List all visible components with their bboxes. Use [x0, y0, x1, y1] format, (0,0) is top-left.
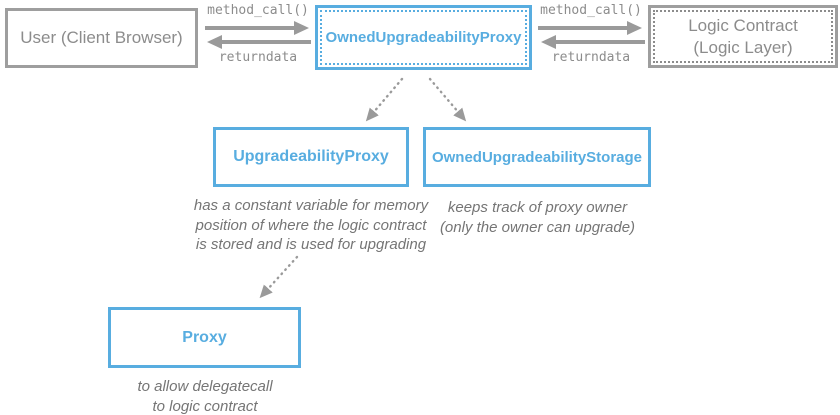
note-proxy: to allow delegatecall to logic contract [137, 378, 273, 415]
node-proxy-label: Proxy [182, 328, 227, 346]
node-upgradeability-proxy: UpgradeabilityProxy [213, 127, 409, 187]
node-proxy: Proxy [108, 307, 301, 368]
node-owned-upgradeability-proxy: OwnedUpgradeabilityProxy [315, 5, 532, 70]
node-upgradeability-proxy-label: UpgradeabilityProxy [233, 148, 389, 165]
node-logic-contract: Logic Contract (Logic Layer) [648, 5, 838, 68]
node-user-label: User (Client Browser) [20, 28, 183, 47]
note-upgradeability-proxy: has a constant variable for memory posit… [193, 197, 429, 253]
dotted-arrow-to-upgradeability-proxy [365, 77, 404, 122]
edge-label-returndata-right: returndata [551, 50, 631, 65]
edge-label-method-call-left: method_call() [207, 3, 309, 18]
node-user: User (Client Browser) [5, 8, 198, 68]
node-owned-upgradeability-proxy-inner-border: OwnedUpgradeabilityProxy [320, 10, 527, 65]
node-logic-contract-inner-border: Logic Contract (Logic Layer) [653, 10, 833, 63]
node-owned-upgradeability-storage: OwnedUpgradeabilityStorage [423, 127, 651, 187]
edge-label-returndata-left: returndata [218, 50, 298, 65]
node-logic-contract-label: Logic Contract (Logic Layer) [688, 15, 798, 57]
edge-label-method-call-right: method_call() [540, 3, 642, 18]
note-owned-storage: keeps track of proxy owner (only the own… [439, 199, 636, 236]
dotted-arrow-to-owned-storage [428, 77, 467, 122]
node-owned-upgradeability-proxy-label: OwnedUpgradeabilityProxy [325, 29, 522, 46]
dotted-arrow-to-proxy [259, 255, 299, 299]
node-owned-upgradeability-storage-label: OwnedUpgradeabilityStorage [431, 148, 643, 166]
